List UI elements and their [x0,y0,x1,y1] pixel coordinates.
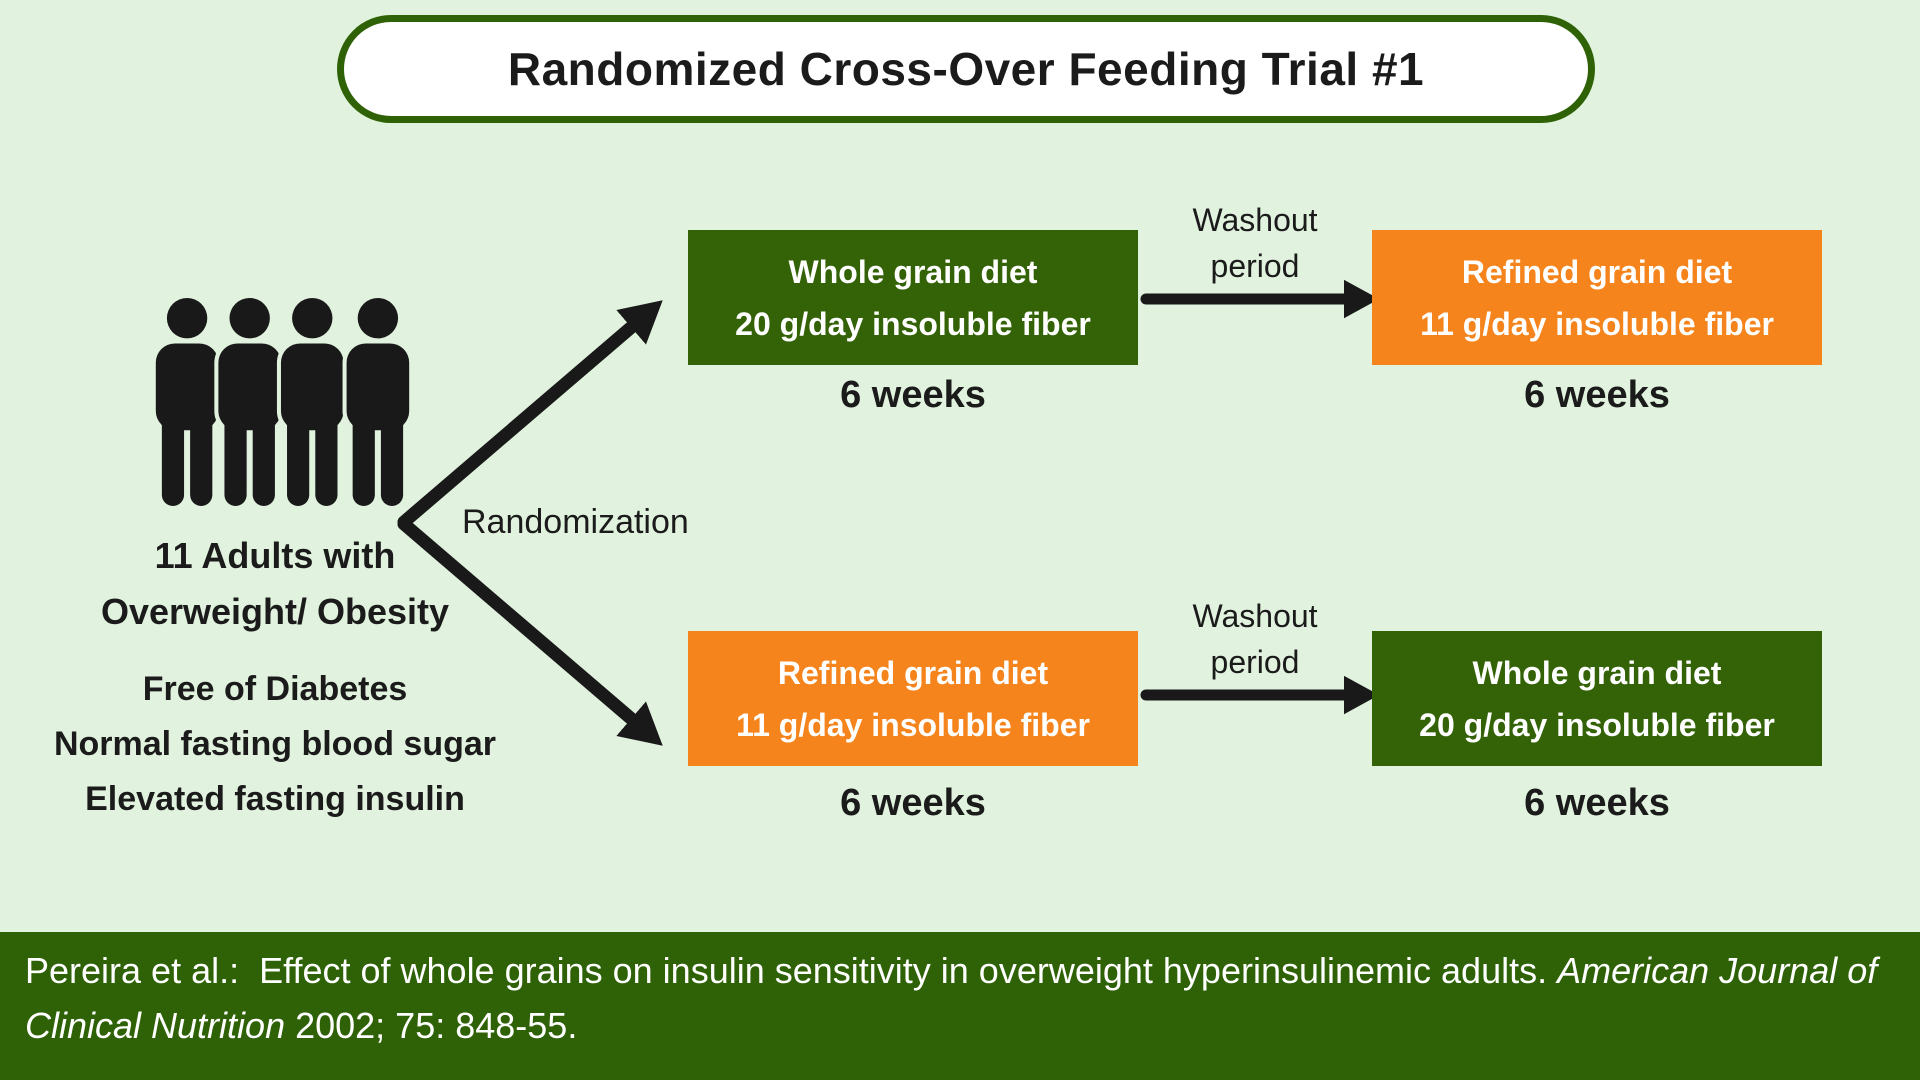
criteria-line: Elevated fasting insulin [85,780,465,818]
citation-plain-2: 2002; 75: 848-55. [285,1005,578,1046]
population-heading-line2: Overweight/ Obesity [100,591,450,632]
duration-label: 6 weeks [1524,374,1670,416]
diet-box-subtitle: 20 g/day insoluble fiber [735,305,1091,342]
diet-box-subtitle: 11 g/day insoluble fiber [736,706,1090,743]
diet-box-subtitle: 20 g/day insoluble fiber [1419,706,1775,743]
washout-line2: period [1210,248,1300,284]
randomization-arrow-lower [397,517,663,746]
diet-box-title: Refined grain diet [1461,253,1733,290]
citation-text: Pereira et al.: Effect of whole grains o… [25,943,1895,1053]
diet-box-whole-grain-second: Whole grain diet 20 g/day insoluble fibe… [1372,631,1822,766]
criteria-line: Free of Diabetes [142,670,408,708]
randomization-arrow-upper [397,300,663,529]
diet-box-refined-grain-second: Refined grain diet 11 g/day insoluble fi… [1372,230,1822,365]
citation-footer: Pereira et al.: Effect of whole grains o… [0,932,1920,1080]
population-heading: 11 Adults with Overweight/ Obesity [10,528,540,640]
washout-line2: period [1210,644,1300,680]
population-heading-line1: 11 Adults with [154,535,396,576]
washout-label-bottom: Washout period [1135,593,1375,685]
population-criteria: Free of Diabetes Normal fasting blood su… [0,662,550,827]
diet-box-refined-grain-first: Refined grain diet 11 g/day insoluble fi… [688,631,1138,766]
criteria-line: Normal fasting blood sugar [53,725,497,763]
title-banner: Randomized Cross-Over Feeding Trial #1 [337,15,1595,123]
washout-label-top: Washout period [1135,197,1375,289]
citation-journal-1: American Journal of [1557,950,1878,991]
duration-label: 6 weeks [1524,782,1670,824]
diet-box-whole-grain-first: Whole grain diet 20 g/day insoluble fibe… [688,230,1138,365]
people-group-icon [148,296,420,510]
diet-box-title: Refined grain diet [777,654,1049,691]
diet-box-title: Whole grain diet [1472,654,1722,691]
diet-box-title: Whole grain diet [788,253,1038,290]
duration-label: 6 weeks [840,374,986,416]
citation-journal-2: Clinical Nutrition [25,1005,286,1046]
randomization-label: Randomization [462,503,689,541]
diet-box-subtitle: 11 g/day insoluble fiber [1420,305,1774,342]
duration-label: 6 weeks [840,782,986,824]
citation-plain-1: Pereira et al.: Effect of whole grains o… [25,950,1558,991]
washout-line1: Washout [1192,598,1318,634]
page-title: Randomized Cross-Over Feeding Trial #1 [507,43,1425,95]
washout-line1: Washout [1192,202,1318,238]
